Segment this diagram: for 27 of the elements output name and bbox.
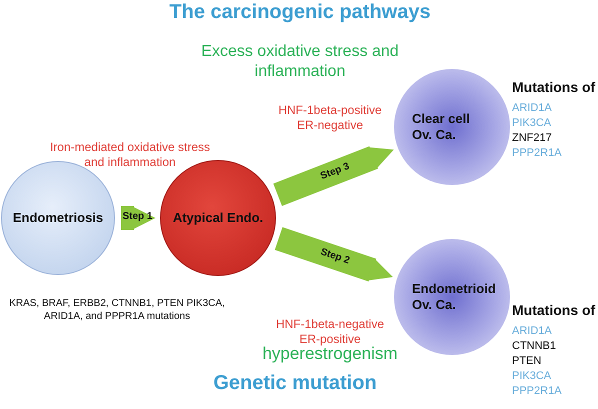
edge-label: Step 3 [318,159,352,183]
node-label: Atypical Endo. [172,210,264,226]
gene-name: PPP2R1A [512,146,562,160]
section-heading: Genetic mutation [212,371,378,396]
mutations-heading: Mutations of [512,80,596,94]
annotation: Excess oxidative stress and inflammation [200,42,400,82]
block-arrow [273,146,394,206]
gene-name: ARID1A [512,101,552,115]
edge-label: Step 2 [318,245,352,267]
gene-name: CTNNB1 [512,339,556,353]
gene-name: PTEN [512,354,542,368]
annotation: Iron-mediated oxidative stress and inflammation [48,140,212,170]
node-label: Clear cell Ov. Ca. [412,111,471,143]
annotation: hyperestrogenism [261,344,399,364]
mutation-note: KRAS, BRAF, ERBB2, CTNNB1, PTEN PIK3CA, ARID1A, and PPPR1A mutations [8,298,226,323]
block-arrow [274,227,393,282]
gene-name: ARID1A [512,324,552,338]
mutations-heading: Mutations of [512,303,596,317]
block-arrow [121,206,156,230]
diagram-title: The carcinogenic pathways [168,0,432,25]
annotation: HNF-1beta-negative ER-positive [274,317,386,346]
gene-name: PIK3CA [512,116,552,130]
gene-name: PIK3CA [512,369,552,383]
gene-name: ZNF217 [512,131,552,145]
node-label: Endometriosis [12,210,104,226]
gene-name: PPP2R1A [512,384,562,398]
annotation: HNF-1beta-positive ER-negative [277,103,383,133]
